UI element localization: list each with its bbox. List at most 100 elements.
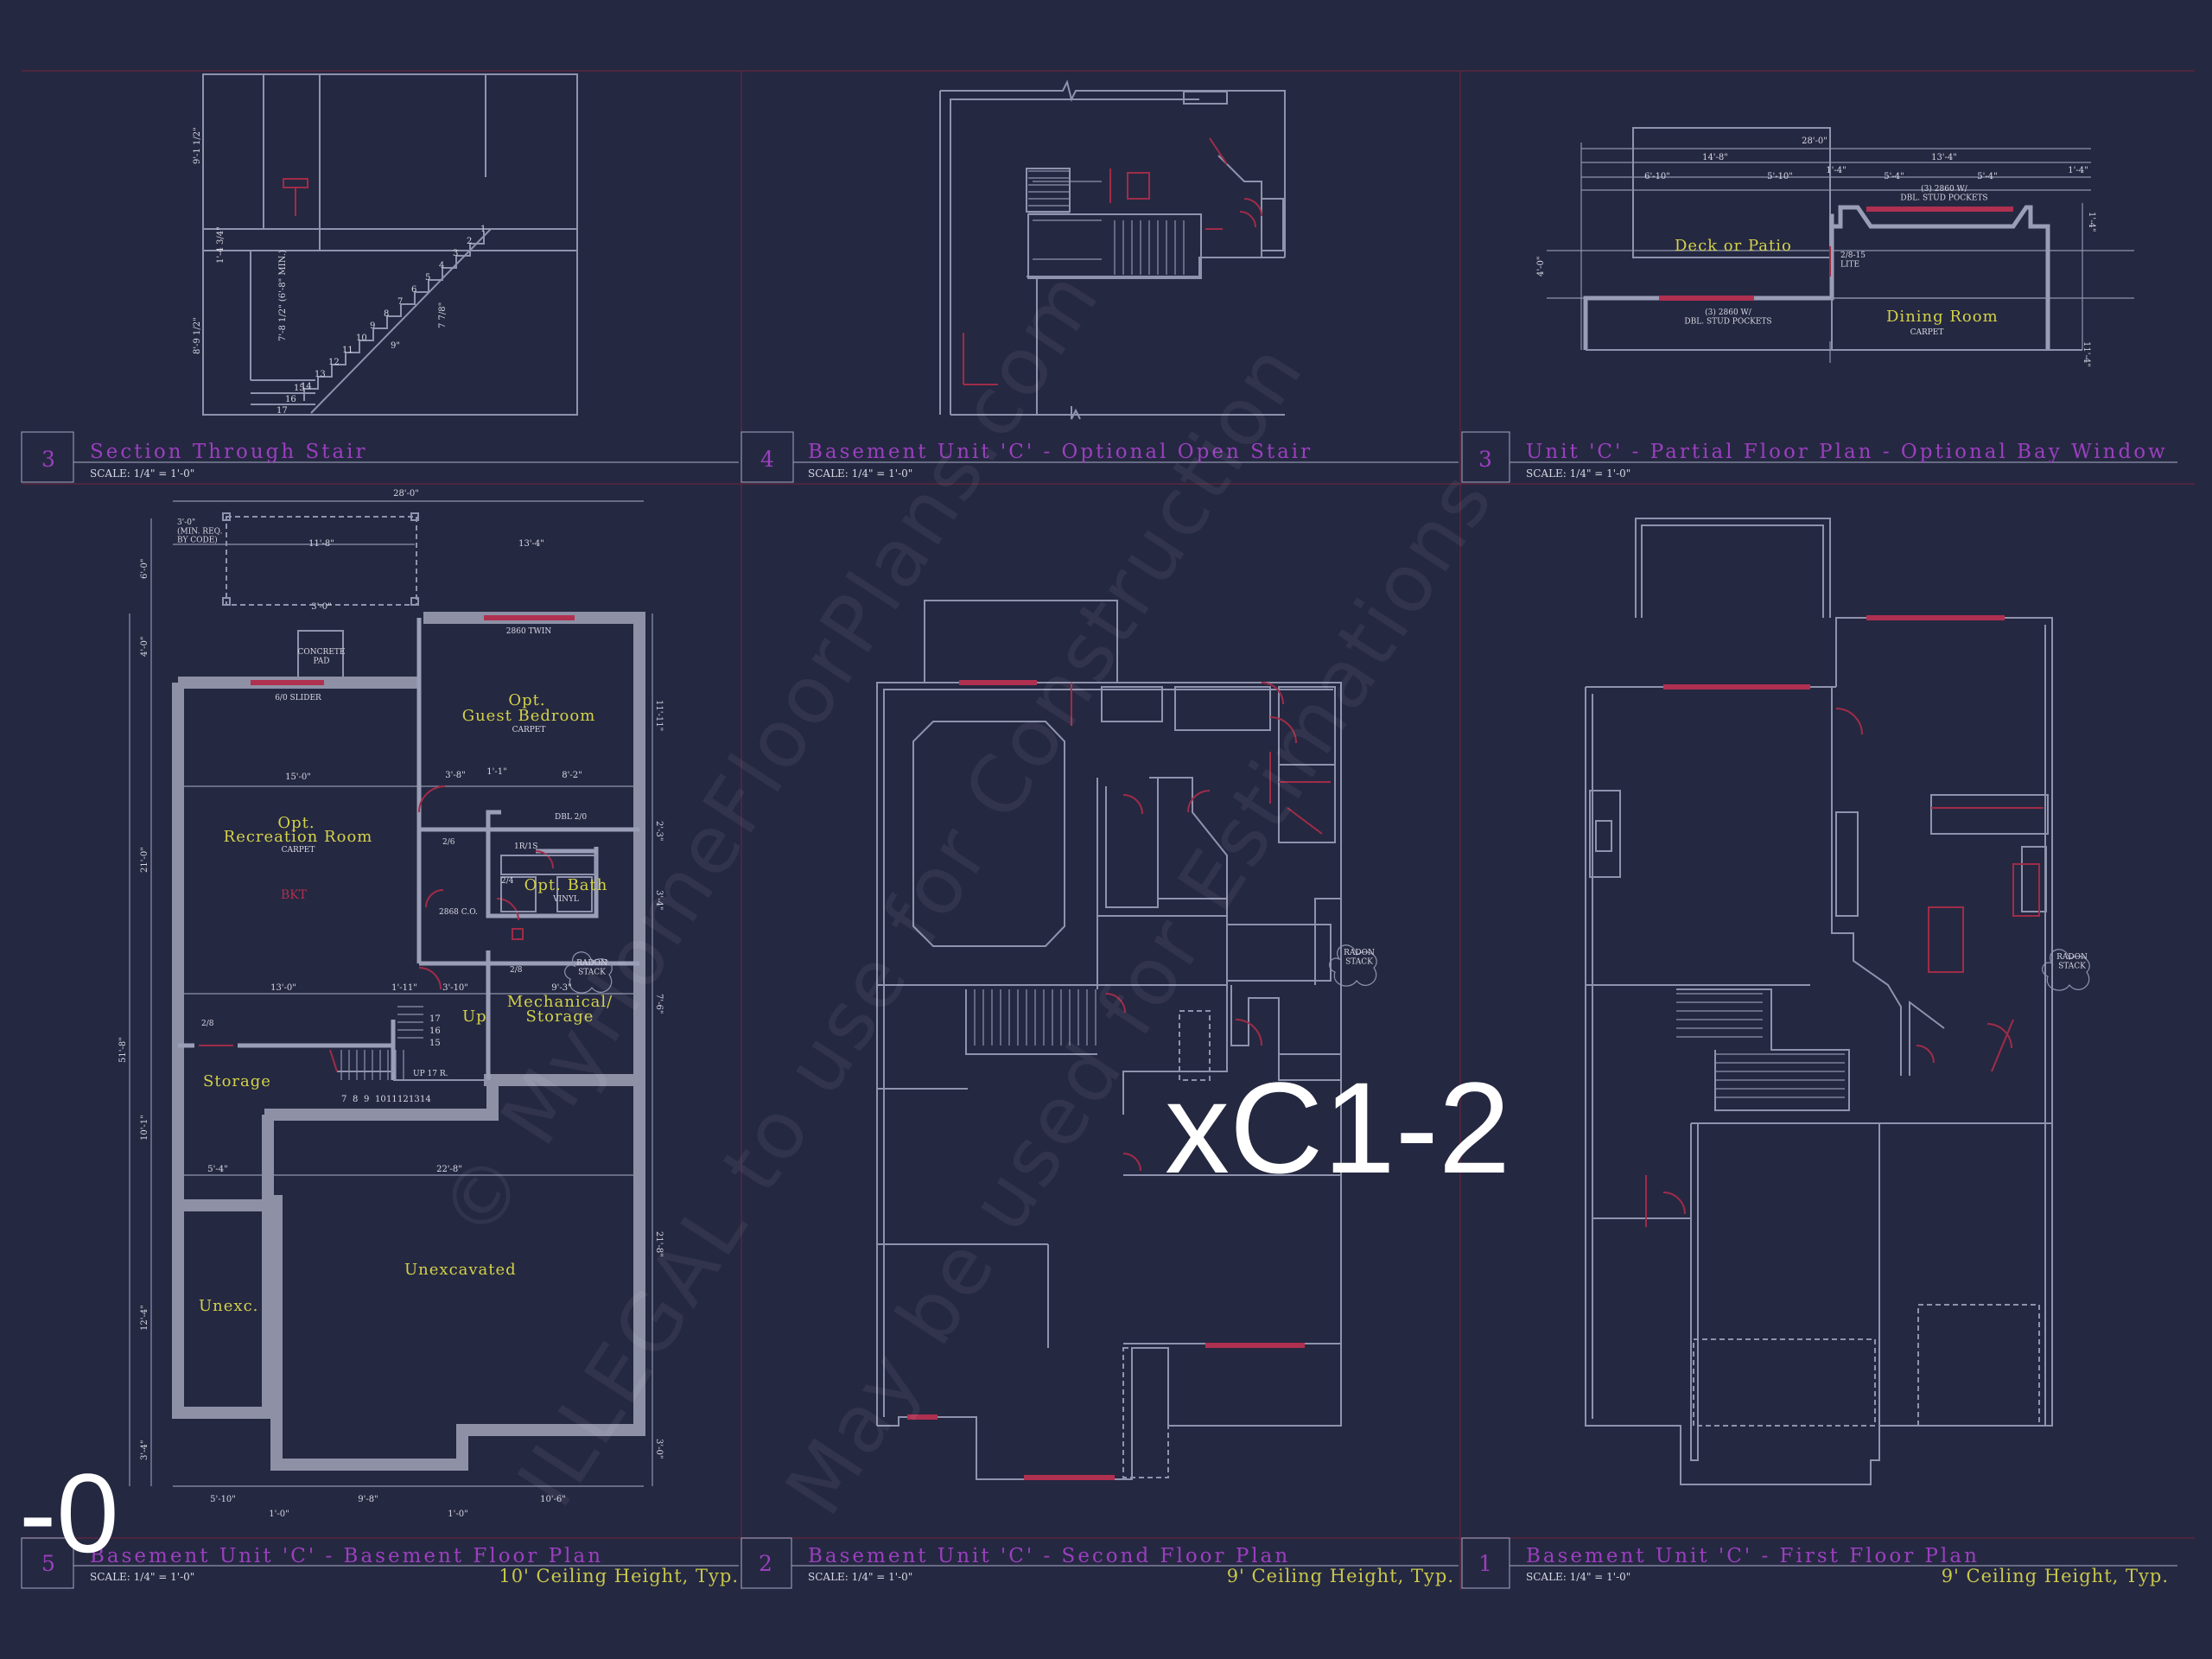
dim-text: 21'-0" (140, 847, 149, 873)
riser-number: 10 (356, 334, 367, 343)
dim-text: 11'-8" (308, 539, 334, 549)
dim-text: 11'-11" (654, 700, 664, 731)
room-label: Opt. (277, 814, 315, 832)
open-stair-drawing (939, 79, 1286, 420)
plan-code-label: xC1-2 (1165, 1055, 1510, 1200)
door-note: 2/8 (201, 1020, 214, 1028)
riser-number: 14 (420, 1095, 431, 1104)
riser-number: 17 (276, 406, 288, 416)
dim-text: 7'-6" (654, 994, 664, 1014)
dim-text: 5'-4" (1977, 172, 1997, 181)
title-block-first-floor: 1 Basement Unit 'C' - First Floor Plan S… (1461, 1537, 2177, 1589)
egress-note: 3'-0"(MIN. REQ.BY CODE) (177, 518, 223, 545)
riser-number: 16 (285, 395, 296, 404)
dim-text: 4'-0" (140, 637, 149, 657)
room-label: Recreation Room (224, 828, 373, 846)
panel-title: Basement Unit 'C' - Basement Floor Plan (90, 1545, 603, 1567)
panel-number: 2 (759, 1551, 772, 1576)
riser-number: 7 (341, 1095, 346, 1104)
room-label: Unexcavated (404, 1261, 517, 1279)
panel-scale: SCALE: 1/4" = 1'-0" (90, 1571, 194, 1583)
dim-text: 5'-10" (210, 1495, 236, 1504)
riser-number: 15 (294, 384, 305, 393)
title-block-bay-window: 3 Unit 'C' - Partial Floor Plan - Option… (1461, 431, 2177, 483)
title-block-basement: 5 Basement Unit 'C' - Basement Floor Pla… (21, 1537, 739, 1589)
riser-number: 16 (429, 1027, 441, 1036)
dim-text: 28'-0" (393, 489, 419, 499)
riser-number: 12 (328, 358, 340, 367)
room-deck-label: Deck or Patio (1675, 237, 1792, 255)
riser-number: 10 (375, 1095, 386, 1104)
dim-text: 21'-8" (654, 1231, 664, 1257)
slider-note: 6/0 SLIDER (275, 694, 321, 702)
riser-number: 7 (397, 297, 403, 307)
riser-number: 17 (429, 1014, 441, 1024)
riser-number: 14 (301, 382, 312, 391)
panel-scale: SCALE: 1/4" = 1'-0" (808, 467, 912, 480)
dim-text: 1'-0" (269, 1510, 289, 1519)
room-label: Storage (526, 1007, 594, 1026)
dim-text: 3'-4" (140, 1440, 149, 1460)
dim-text: 2'-3" (654, 821, 664, 841)
panel-scale: SCALE: 1/4" = 1'-0" (808, 1571, 912, 1583)
panel-title: Section Through Stair (90, 441, 368, 463)
dim-text: 13'-4" (1931, 153, 1957, 162)
door-note: 2/6 (442, 838, 455, 847)
door-note: 2/4 (501, 877, 514, 886)
title-block-open-stair: 4 Basement Unit 'C' - Optional Open Stai… (741, 431, 1459, 483)
dim-text: 5'-10" (1767, 172, 1793, 181)
panel-number: 3 (1478, 447, 1492, 472)
panel-number: 3 (41, 447, 55, 472)
riser-number: 8 (384, 309, 389, 319)
dim-text: 1'-4" (2087, 212, 2096, 232)
stair-outline (1676, 988, 1850, 1111)
dim-text: 11'-4" (2082, 341, 2091, 367)
panel-scale: SCALE: 1/4" = 1'-0" (90, 467, 194, 480)
panel-scale: SCALE: 1/4" = 1'-0" (1526, 467, 1630, 480)
dim-text: 7 7/8" (438, 302, 448, 328)
title-block-section-stair: 3 Section Through Stair SCALE: 1/4" = 1'… (21, 431, 739, 483)
dim-text: 8'-2" (562, 771, 582, 780)
panel-title: Basement Unit 'C' - First Floor Plan (1526, 1545, 1980, 1567)
dim-text: 9" (391, 341, 400, 351)
stair-note: UP 17 R. (413, 1070, 448, 1078)
riser-number: 4 (439, 261, 444, 270)
title-block-second-floor: 2 Basement Unit 'C' - Second Floor Plan … (741, 1537, 1459, 1589)
room-label: Mechanical/ (507, 993, 613, 1011)
panel-number: 5 (41, 1551, 55, 1576)
panel-title: Unit 'C' - Partial Floor Plan - Optional… (1526, 441, 2168, 463)
dim-text: 7'-8 1/2" (6'-8" MIN.) (278, 250, 288, 341)
riser-number: 3 (453, 249, 458, 258)
dim-text: 15'-0" (285, 772, 311, 782)
panel-title: Basement Unit 'C' - Optional Open Stair (808, 441, 1313, 463)
dim-text: 1'-4" (1826, 166, 1846, 175)
window-note: 2860 TWIN (506, 627, 552, 636)
stair-up-label: Up (462, 1007, 487, 1026)
panel-number: 1 (1478, 1551, 1492, 1576)
dim-text: 13'-4" (518, 539, 544, 549)
room-floor: VINYL (552, 895, 579, 904)
co-note: 2868 C.O. (439, 908, 478, 917)
room-floor: CARPET (282, 846, 315, 855)
panel-number: 4 (760, 447, 774, 472)
corner-label: -0 (19, 1450, 119, 1576)
room-floor: CARPET (1910, 328, 1944, 337)
window-note: 1R/1S (514, 842, 537, 851)
ceiling-note: 10' Ceiling Height, Typ. (499, 1566, 739, 1586)
dim-text: 5'-4" (1884, 172, 1904, 181)
riser-number: 8 (353, 1095, 358, 1104)
dim-text: 1'-11" (391, 983, 417, 993)
dim-text: 22'-8" (436, 1165, 462, 1174)
basement-plan-drawing: Opt. Guest Bedroom CARPET Opt. Recreatio… (118, 489, 664, 1519)
riser-number: 1 (480, 225, 486, 234)
dim-text: 3'-4" (654, 890, 664, 910)
riser-number: 11 (342, 346, 353, 355)
dim-text: 8'-9 1/2" (193, 317, 202, 354)
riser-number: 2 (467, 237, 472, 246)
